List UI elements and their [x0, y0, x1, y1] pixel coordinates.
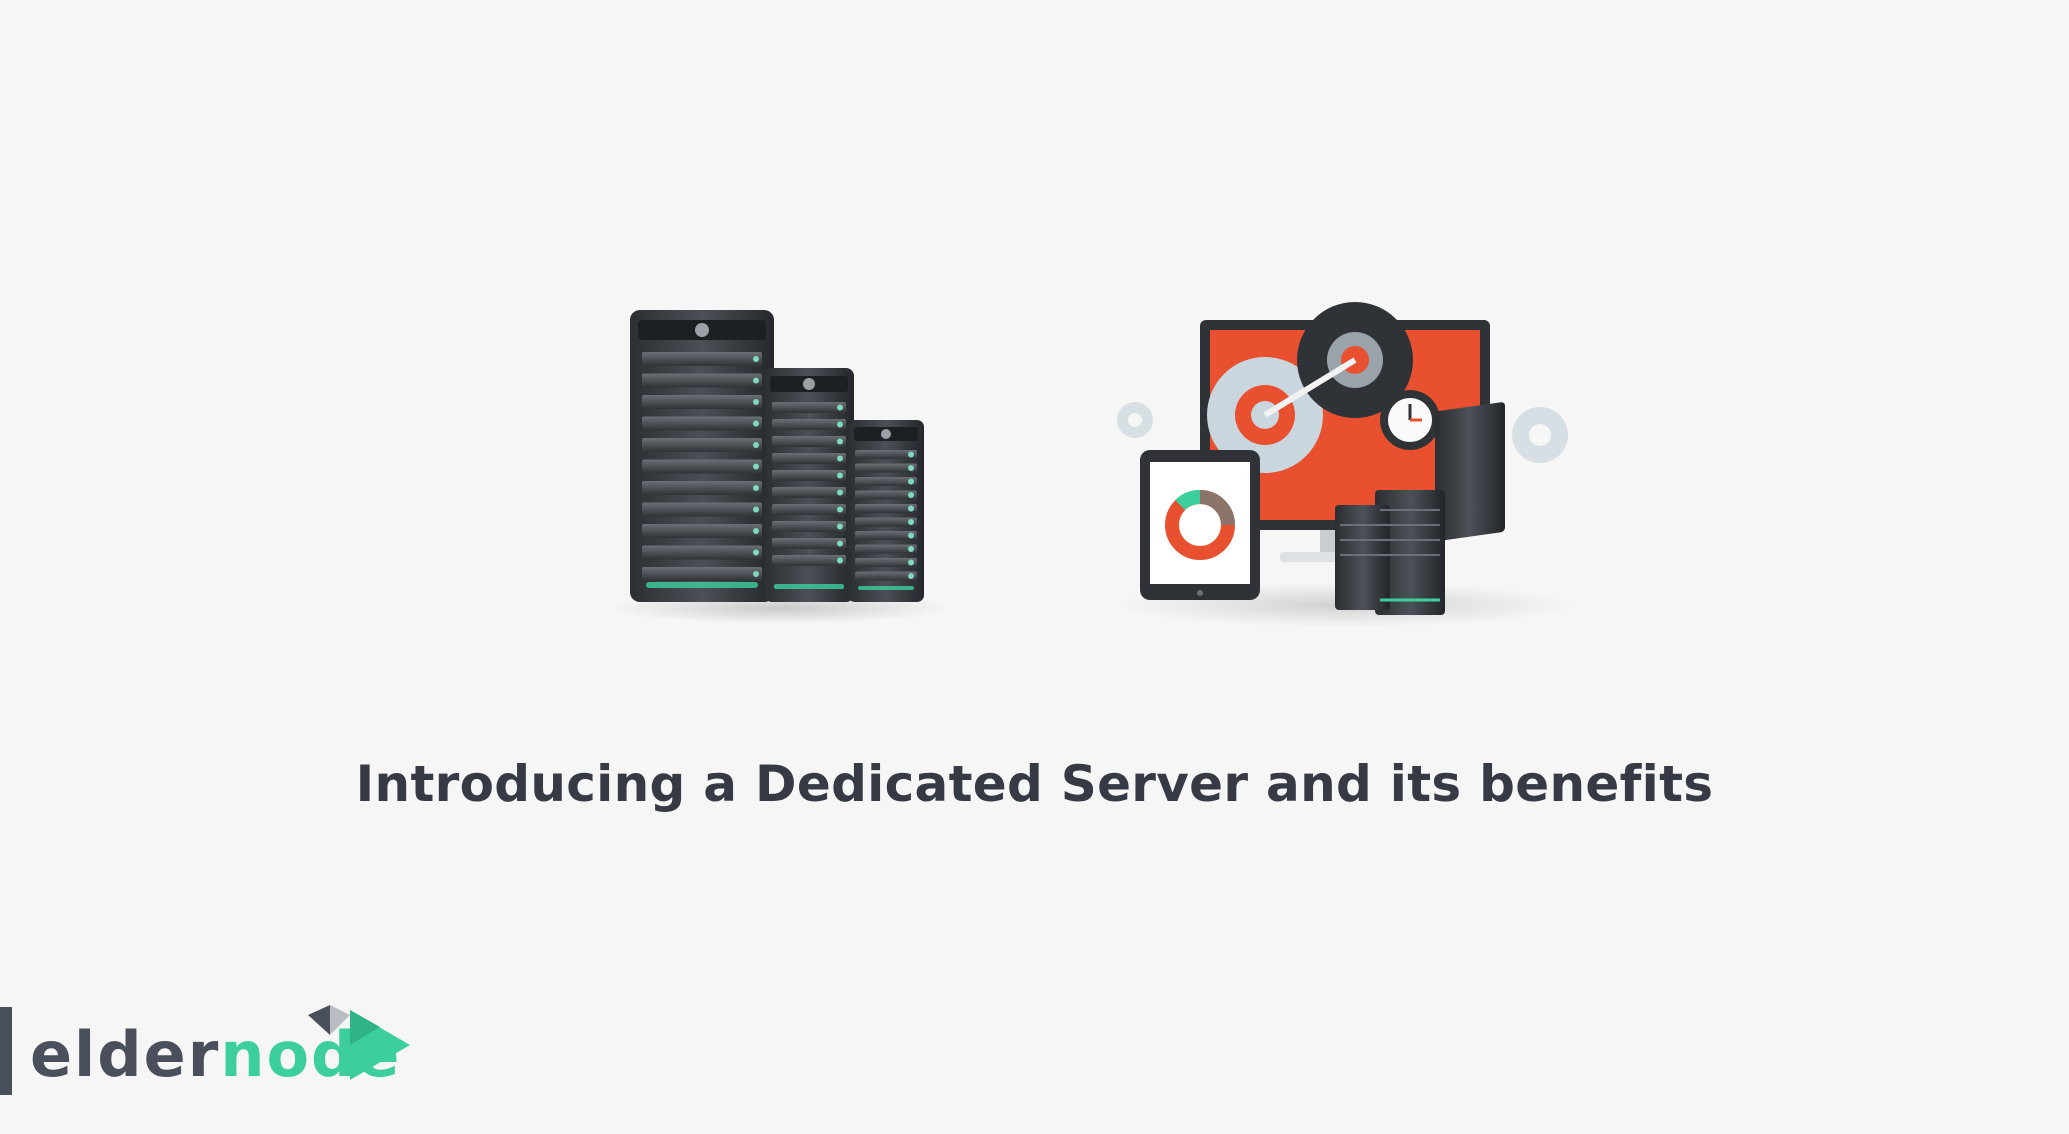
- rack-led: [837, 438, 843, 445]
- rack-slot: [855, 571, 917, 581]
- rack-led: [753, 377, 759, 384]
- rack-led: [837, 455, 843, 462]
- rack-led: [753, 571, 759, 577]
- rack-led: [908, 546, 914, 552]
- rack-slot: [642, 416, 762, 431]
- rack-slot: [772, 402, 846, 413]
- rack-slot: [642, 373, 762, 388]
- logo-word-elder: elder: [30, 1018, 221, 1091]
- server-rack-medium-icon: [764, 368, 854, 602]
- rack-slot: [855, 517, 917, 527]
- rack-slot: [642, 459, 762, 474]
- rack-led: [908, 478, 914, 485]
- rack-led: [908, 492, 914, 498]
- rack-led: [753, 420, 759, 427]
- rack-slot: [772, 419, 846, 430]
- rack-led: [908, 505, 914, 512]
- rack-led: [753, 399, 759, 405]
- server-cluster-icon: [1335, 402, 1505, 615]
- eldernode-logo[interactable]: eldernode: [0, 995, 440, 1105]
- rack-slot: [772, 504, 846, 515]
- rack-led: [837, 557, 843, 564]
- rack-slot: [772, 470, 846, 481]
- server-racks-illustration: [610, 310, 950, 624]
- rack-led: [908, 532, 914, 539]
- rack-led: [753, 528, 759, 534]
- rack-slot: [855, 490, 917, 500]
- play-arrow-logo-icon: [308, 1005, 410, 1080]
- rack-slot: [772, 521, 846, 532]
- rack-led: [753, 463, 759, 470]
- logo-accent-bar: [0, 1007, 12, 1095]
- rack-slot: [642, 481, 762, 495]
- rack-slot: [855, 477, 917, 486]
- dedicated-server-workspace-illustration: [1115, 302, 1575, 627]
- rack-led: [837, 523, 843, 530]
- rack-slot: [642, 502, 762, 517]
- rack-led: [837, 506, 843, 513]
- rack-led: [753, 506, 759, 513]
- rack-slot: [642, 352, 762, 366]
- rack-slot: [772, 436, 846, 447]
- rack-slot: [772, 453, 846, 464]
- tablet-icon: [1140, 450, 1260, 600]
- rack-slot: [772, 487, 846, 498]
- clock-icon: [1380, 390, 1440, 450]
- faded-gear-left-icon: [1117, 402, 1153, 438]
- rack-led: [753, 442, 759, 448]
- rack-slot: [642, 524, 762, 538]
- rack-led: [837, 421, 843, 428]
- rack-led: [837, 404, 843, 411]
- rack-led: [908, 559, 914, 566]
- donut-chart-icon: [1165, 490, 1235, 560]
- rack-slot: [642, 395, 762, 409]
- page-title: Introducing a Dedicated Server and its b…: [355, 755, 1714, 813]
- rack-led: [753, 356, 759, 362]
- rack-led: [908, 519, 914, 525]
- rack-slot: [642, 567, 762, 581]
- rack-led: [908, 573, 914, 579]
- rack-slot: [855, 531, 917, 540]
- rack-led: [908, 465, 914, 471]
- rack-slot: [642, 545, 762, 560]
- rack-led: [753, 549, 759, 556]
- rack-led: [837, 540, 843, 547]
- rack-slot: [642, 438, 762, 452]
- rack-led: [753, 485, 759, 491]
- rack-led: [837, 489, 843, 496]
- server-rack-small-icon: [848, 420, 924, 602]
- rack-slot: [855, 544, 917, 554]
- rack-slot: [772, 555, 846, 566]
- faded-gear-right-icon: [1512, 407, 1568, 463]
- rack-slot: [855, 558, 917, 567]
- rack-slot: [855, 504, 917, 513]
- rack-led: [908, 451, 914, 458]
- rack-slot: [855, 463, 917, 473]
- rack-slot: [772, 538, 846, 549]
- server-rack-large-icon: [630, 310, 774, 602]
- rack-slot: [855, 450, 917, 459]
- rack-led: [837, 472, 843, 479]
